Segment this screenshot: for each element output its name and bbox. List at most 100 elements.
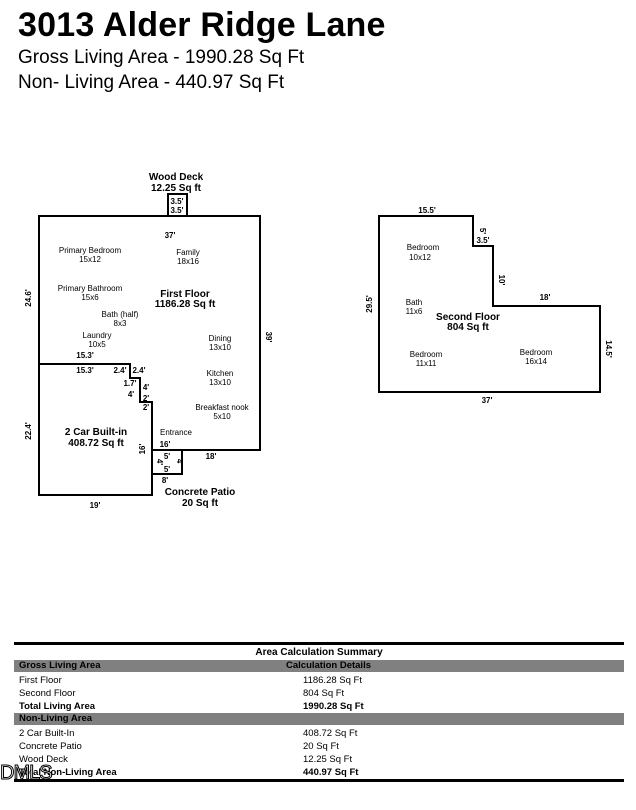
second-floor-name: Second Floor <box>436 312 500 323</box>
row-label: Wood Deck <box>19 754 68 765</box>
room-primary-bedroom: Primary Bedroom <box>59 246 122 255</box>
row-label: Total Living Area <box>19 701 96 712</box>
room-primary-bath-size: 15x6 <box>81 293 99 302</box>
table-row: Wood Deck 12.25 Sq Ft <box>14 753 624 766</box>
table-row: Second Floor 804 Sq Ft <box>14 687 624 700</box>
dim-2-lower: 2' <box>143 403 149 412</box>
garage-bottom-dim: 19' <box>90 501 101 510</box>
page-title: 3013 Alder Ridge Lane <box>18 6 386 44</box>
table-row: First Floor 1186.28 Sq Ft <box>14 674 624 687</box>
room-bedroom-2: Bedroom <box>410 350 443 359</box>
room-kitchen: Kitchen <box>207 369 234 378</box>
room-bedroom-1-size: 10x12 <box>409 253 431 262</box>
room-bath-half-size: 8x3 <box>114 319 127 328</box>
non-living-subtitle: Non- Living Area - 440.97 Sq Ft <box>18 72 285 93</box>
patio-dim-4-right: 4' <box>175 459 184 465</box>
row-value: 804 Sq Ft <box>303 688 345 699</box>
dim-15-3-upper: 15.3' <box>76 351 94 360</box>
dim-2-upper: 2' <box>143 394 149 403</box>
room-bedroom-1: Bedroom <box>407 243 440 252</box>
row-value: 20 Sq Ft <box>303 741 339 752</box>
room-bedroom-3-size: 16x14 <box>525 357 547 366</box>
dim-16-horizontal: 16' <box>160 440 171 449</box>
first-floor-name: First Floor <box>160 289 210 300</box>
room-family: Family <box>176 248 200 257</box>
summary-top-rule <box>14 642 624 645</box>
first-left-dim: 24.6' <box>24 289 33 307</box>
row-label: First Floor <box>19 675 62 686</box>
room-laundry: Laundry <box>83 331 112 340</box>
room-family-size: 18x16 <box>177 257 199 266</box>
room-breakfast-size: 5x10 <box>213 412 231 421</box>
second-dim-3-5: 3.5' <box>476 236 489 245</box>
room-laundry-size: 10x5 <box>88 340 106 349</box>
dim-16-vertical: 16' <box>138 444 147 455</box>
row-value: 1990.28 Sq Ft <box>303 701 364 712</box>
row-label: 2 Car Built-In <box>19 728 75 739</box>
patio-area: 20 Sq ft <box>182 498 219 509</box>
second-bottom-dim: 37' <box>482 396 493 405</box>
first-right-dim: 39' <box>264 332 273 343</box>
dim-4-right: 4' <box>143 383 149 392</box>
row-label: Concrete Patio <box>19 741 82 752</box>
room-primary-bedroom-size: 15x12 <box>79 255 101 264</box>
dmls-watermark: DMLS <box>0 762 53 785</box>
non-living-header-row: Non-Living Area <box>14 713 624 725</box>
summary-title: Area Calculation Summary <box>255 647 383 658</box>
non-living-total-row: Total Non-Living Area 440.97 Sq Ft <box>14 766 624 779</box>
garage-left-dim: 22.4' <box>24 422 33 440</box>
wood-deck-outline <box>167 193 188 217</box>
room-bedroom-3: Bedroom <box>520 348 553 357</box>
summary-bottom-rule <box>14 779 624 782</box>
dim-18: 18' <box>206 452 217 461</box>
deck-dim-a: 3.5' <box>170 197 183 206</box>
room-kitchen-size: 13x10 <box>209 378 231 387</box>
table-row: Concrete Patio 20 Sq Ft <box>14 740 624 753</box>
row-value: 440.97 Sq Ft <box>303 767 359 778</box>
dim-1-7: 1.7' <box>123 379 136 388</box>
row-value: 408.72 Sq Ft <box>303 728 358 739</box>
second-right-dim: 14.5' <box>604 340 613 358</box>
first-floor-area: 1186.28 Sq ft <box>155 299 216 310</box>
dim-2-4-right: 2.4' <box>132 366 145 375</box>
table-row: 2 Car Built-In 408.72 Sq Ft <box>14 727 624 740</box>
room-dining: Dining <box>209 334 232 343</box>
room-dining-size: 13x10 <box>209 343 231 352</box>
patio-dim-8: 8' <box>162 476 168 485</box>
patio-dim-5-top: 5' <box>164 452 170 461</box>
room-bath-2: Bath <box>406 298 422 307</box>
garage-area: 408.72 Sq ft <box>68 438 124 449</box>
room-bedroom-2-size: 11x11 <box>416 359 437 368</box>
dim-2-4-left: 2.4' <box>113 366 126 375</box>
garage-name: 2 Car Built-in <box>65 427 127 438</box>
wood-deck-label: Wood Deck <box>149 172 204 183</box>
gross-header-label: Gross Living Area <box>19 660 101 671</box>
non-living-header-label: Non-Living Area <box>19 713 93 724</box>
room-bath-2-size: 11x6 <box>406 307 423 316</box>
patio-dim-5-bottom: 5' <box>164 465 170 474</box>
area-summary-table: Area Calculation Summary Gross Living Ar… <box>14 642 624 782</box>
second-dim-5: 5' <box>478 228 487 234</box>
patio-outline <box>151 449 183 475</box>
second-top-dim: 15.5' <box>418 206 436 215</box>
second-floor-outline <box>378 215 601 393</box>
room-breakfast: Breakfast nook <box>195 403 249 412</box>
patio-name: Concrete Patio <box>165 487 236 498</box>
calc-header-label: Calculation Details <box>286 660 371 671</box>
floor-plan-diagram: Wood Deck 12.25 Sq ft 3.5' 3.5' 37' 24.6… <box>24 172 613 510</box>
dim-15-3-lower: 15.3' <box>76 366 94 375</box>
gross-header-row: Gross Living Area Calculation Details <box>14 660 624 672</box>
patio-dim-4-left: 4' <box>155 459 164 465</box>
second-dim-18: 18' <box>540 293 551 302</box>
deck-dim-b: 3.5' <box>170 206 183 215</box>
room-entrance: Entrance <box>160 428 193 437</box>
second-left-dim: 29.5' <box>365 295 374 313</box>
garage-outline <box>38 363 153 496</box>
second-floor-area: 804 Sq ft <box>447 322 489 333</box>
room-primary-bath: Primary Bathroom <box>58 284 123 293</box>
row-value: 1186.28 Sq Ft <box>303 675 362 686</box>
row-value: 12.25 Sq Ft <box>303 754 353 765</box>
wood-deck-area: 12.25 Sq ft <box>151 183 202 194</box>
room-bath-half: Bath (half) <box>102 310 139 319</box>
row-label: Total Non-Living Area <box>19 767 117 778</box>
